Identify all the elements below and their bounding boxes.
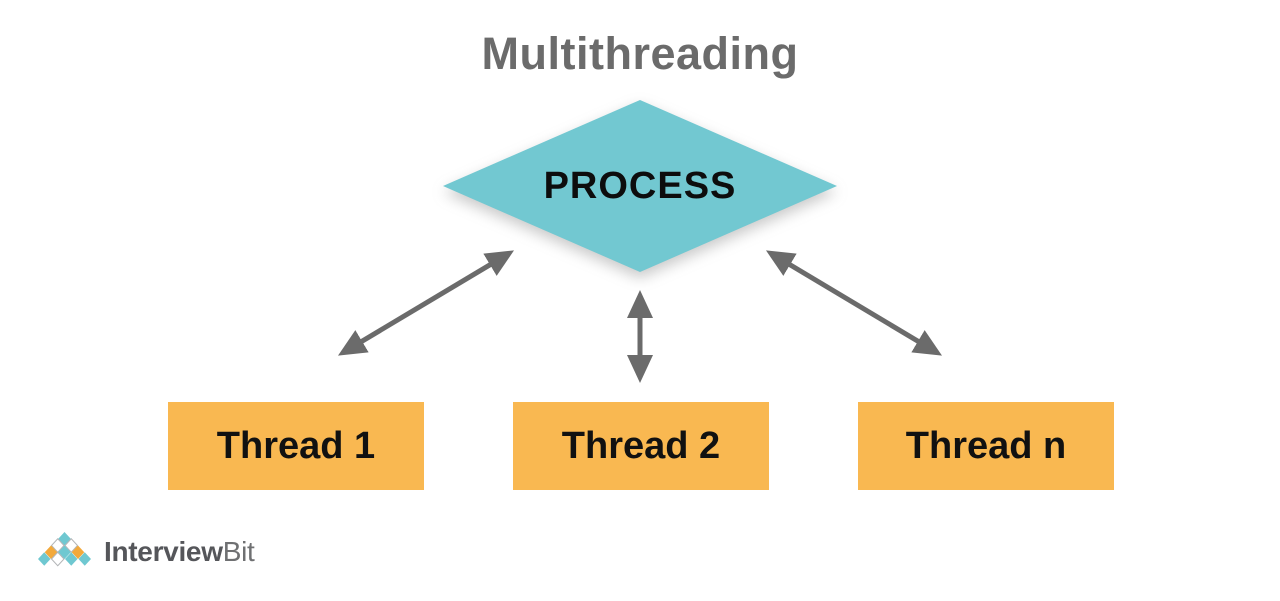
process-node: PROCESS xyxy=(443,100,837,272)
interviewbit-logo: InterviewBit xyxy=(36,525,255,569)
logo-wordmark: InterviewBit xyxy=(104,526,255,568)
diamond-polygon xyxy=(443,100,837,272)
thread-node-2: Thread 2 xyxy=(513,402,769,490)
thread-node-n: Thread n xyxy=(858,402,1114,490)
thread-node-1: Thread 1 xyxy=(168,402,424,490)
process-diamond-shape xyxy=(443,100,837,272)
logo-text-bit: Bit xyxy=(222,536,255,567)
process-label: PROCESS xyxy=(543,164,737,207)
diagram-title: Multithreading xyxy=(481,28,799,79)
thread-2-label: Thread 2 xyxy=(561,424,721,467)
interviewbit-logo-icon xyxy=(38,532,91,567)
thread-1-label: Thread 1 xyxy=(216,424,376,467)
thread-n-label: Thread n xyxy=(905,424,1067,467)
logo-text-interview: Interview xyxy=(104,536,223,567)
